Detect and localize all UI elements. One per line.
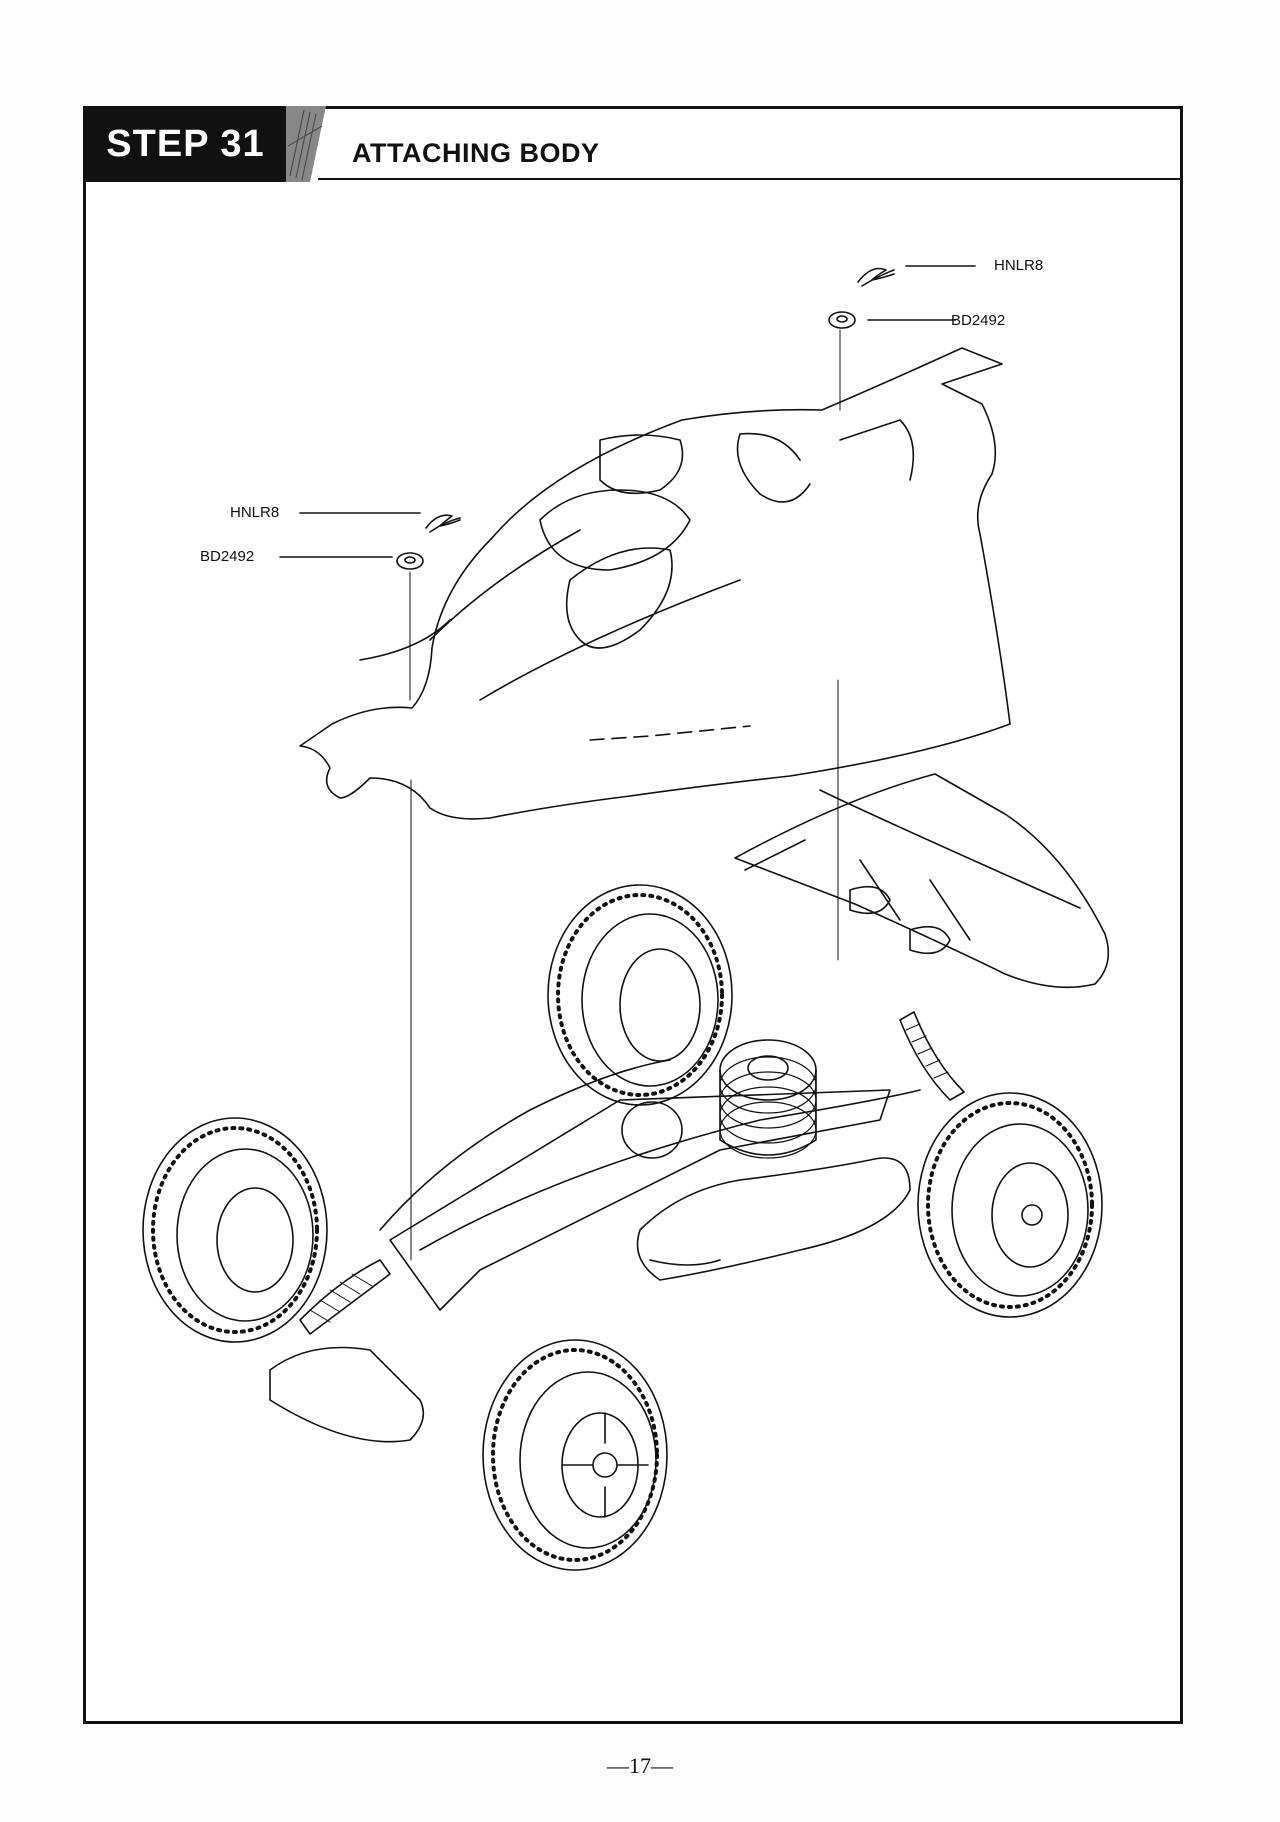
- engine: [719, 1039, 817, 1159]
- wheel-front-right: [482, 1339, 668, 1571]
- washer-left: [396, 552, 424, 570]
- washer-top: [828, 311, 856, 329]
- wheel-front-left: [142, 1117, 328, 1343]
- rear-shock: [899, 1011, 965, 1101]
- step-frame: [83, 106, 1183, 1724]
- wheel-rear-right: [917, 1092, 1103, 1318]
- title-underline: [318, 178, 1183, 180]
- callout-left-washer: BD2492: [200, 548, 255, 565]
- badge-hatch-decoration: [286, 106, 326, 182]
- step-badge-label: STEP 31: [106, 122, 265, 165]
- body-clip-left: [425, 514, 461, 533]
- page-number: —17—: [607, 1753, 673, 1778]
- alignment-lines: [409, 329, 841, 1261]
- callout-top-washer: BD2492: [951, 312, 1006, 329]
- front-bumper: [269, 1346, 425, 1443]
- rear-wing: [734, 773, 1110, 989]
- front-shock: [299, 1259, 391, 1335]
- wheel-rear-left: [547, 884, 733, 1106]
- callout-left-clip: HNLR8: [230, 504, 280, 521]
- callout-top-clip: HNLR8: [994, 257, 1044, 274]
- exhaust-pipe: [621, 1101, 911, 1281]
- chassis: [379, 1059, 921, 1311]
- body-clip-top: [857, 267, 895, 287]
- car-body-shell: [299, 347, 1011, 820]
- step-badge: STEP 31: [83, 106, 288, 182]
- step-title: ATTACHING BODY: [352, 138, 600, 168]
